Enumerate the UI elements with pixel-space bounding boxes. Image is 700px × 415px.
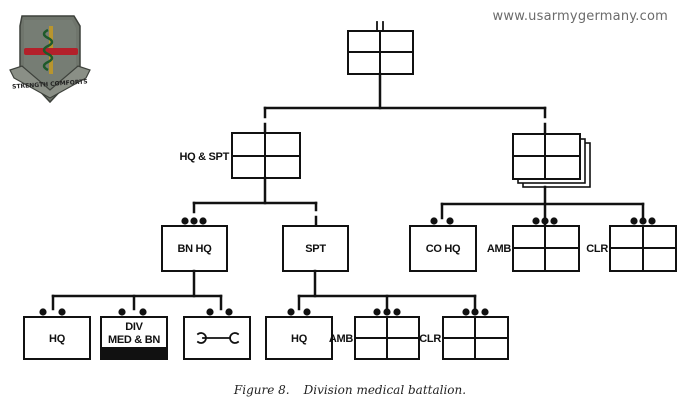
echelon-dot bbox=[648, 217, 656, 225]
caption-number: Figure 8. bbox=[233, 383, 290, 397]
node-clr-platoon bbox=[442, 316, 509, 360]
label-hq-spt-bottom: HQ bbox=[291, 333, 308, 345]
node-medical-companies bbox=[512, 133, 591, 188]
echelon-dot bbox=[639, 217, 647, 225]
label-clr-platoon: CLR bbox=[419, 333, 441, 345]
label-bn-hq: BN HQ bbox=[178, 243, 213, 255]
label-amb-platoon: AMB bbox=[329, 333, 354, 345]
supply-bar bbox=[101, 347, 167, 359]
node-clr-company bbox=[609, 225, 677, 272]
echelon-dot bbox=[532, 217, 540, 225]
node-battalion bbox=[347, 21, 414, 75]
node-co-hq bbox=[409, 225, 477, 272]
echelon-battalion-symbol bbox=[376, 21, 384, 31]
echelon-dot bbox=[303, 308, 311, 316]
watermark: www.usarmygermany.com bbox=[492, 9, 668, 24]
label-spt: SPT bbox=[305, 243, 326, 255]
node-maintenance bbox=[183, 316, 251, 360]
echelon-dot bbox=[39, 308, 47, 316]
label-hq-spt: HQ & SPT bbox=[179, 151, 229, 163]
echelon-dot bbox=[471, 308, 479, 316]
node-hq-left bbox=[23, 316, 91, 360]
echelon-dot bbox=[58, 308, 66, 316]
label-co-hq: CO HQ bbox=[426, 243, 461, 255]
node-spt bbox=[282, 225, 349, 272]
echelon-dot bbox=[430, 217, 438, 225]
echelon-dot bbox=[206, 308, 214, 316]
figure-caption: Figure 8. Division medical battalion. bbox=[0, 383, 700, 397]
echelon-dot bbox=[462, 308, 470, 316]
node-amb-platoon bbox=[354, 316, 420, 360]
echelon-dot bbox=[225, 308, 233, 316]
echelon-dot bbox=[393, 308, 401, 316]
echelon-dot bbox=[383, 308, 391, 316]
label-div-med-line1: DIV bbox=[125, 321, 143, 333]
node-amb-company bbox=[512, 225, 580, 272]
label-div-med-line2: MED & BN bbox=[108, 334, 160, 346]
echelon-dots bbox=[39, 217, 656, 316]
label-amb-company: AMB bbox=[487, 243, 512, 255]
label-hq-left: HQ bbox=[49, 333, 66, 345]
echelon-dot bbox=[446, 217, 454, 225]
maintenance-wrench-icon bbox=[196, 332, 240, 344]
node-hq-spt bbox=[231, 132, 301, 179]
echelon-dot bbox=[630, 217, 638, 225]
label-clr-company: CLR bbox=[586, 243, 608, 255]
echelon-dot bbox=[190, 217, 198, 225]
echelon-dot bbox=[199, 217, 207, 225]
echelon-dot bbox=[181, 217, 189, 225]
echelon-dot bbox=[287, 308, 295, 316]
echelon-dot bbox=[139, 308, 147, 316]
echelon-dot bbox=[481, 308, 489, 316]
caption-title: Division medical battalion. bbox=[303, 383, 467, 397]
echelon-dot bbox=[118, 308, 126, 316]
echelon-dot bbox=[541, 217, 549, 225]
node-hq-spt-bottom bbox=[265, 316, 333, 360]
node-div-med-bn bbox=[100, 316, 168, 360]
echelon-dot bbox=[550, 217, 558, 225]
echelon-dot bbox=[373, 308, 381, 316]
unit-crest-insignia-icon: STRENGTH COMFORTS bbox=[9, 15, 91, 104]
